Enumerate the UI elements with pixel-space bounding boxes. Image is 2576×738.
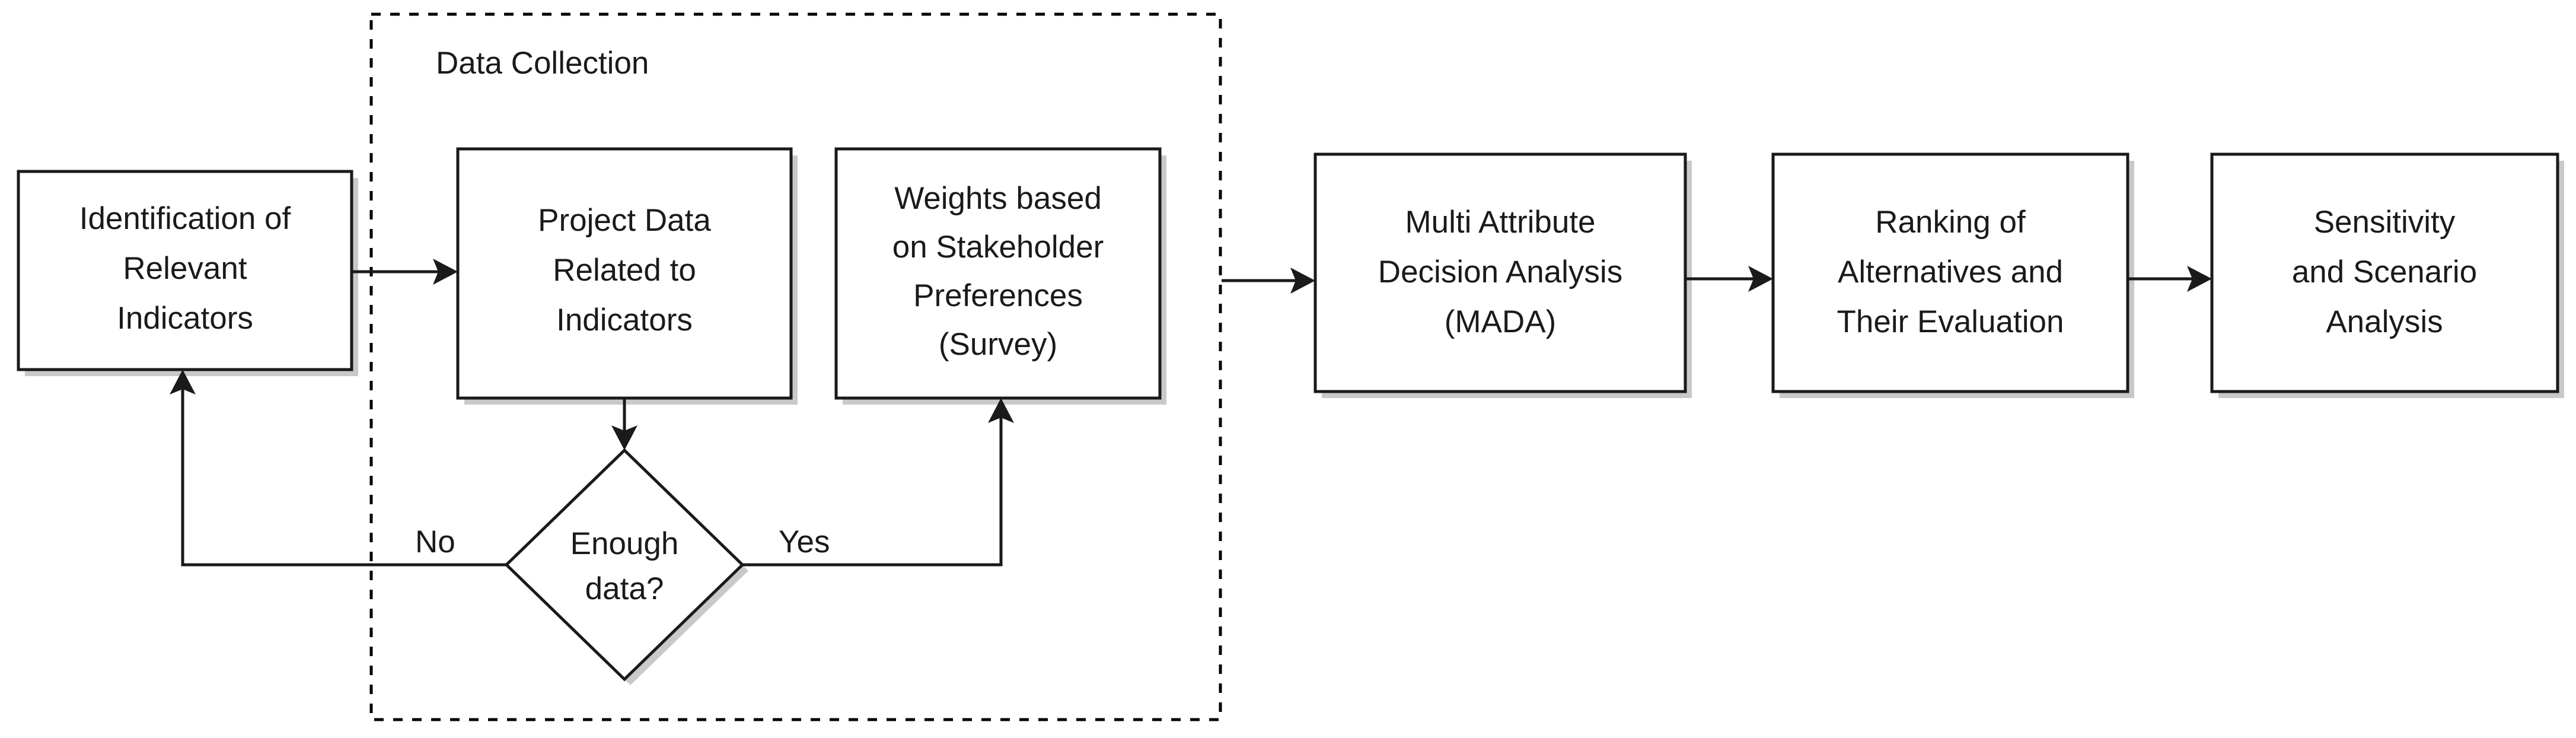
- node-label-line-1: Identification of: [79, 201, 291, 236]
- node-ranking-of-alternatives[interactable]: Ranking of Alternatives and Their Evalua…: [1771, 152, 2134, 398]
- arrow-head-icon: [611, 425, 637, 450]
- node-label-line-1: Project Data: [538, 203, 711, 238]
- edge-ranking-to-sensitivity: [2128, 266, 2212, 292]
- arrow-head-icon: [170, 370, 196, 395]
- data-collection-group-label: Data Collection: [436, 46, 649, 81]
- node-label-line-1: Weights based: [894, 181, 1102, 216]
- node-label-line-1: Multi Attribute: [1405, 205, 1595, 240]
- node-label-line-3: Preferences: [913, 278, 1083, 313]
- node-label-line-3: Indicators: [117, 301, 253, 336]
- node-box: [834, 147, 1162, 400]
- edge-identification-to-project-data: [352, 259, 458, 285]
- node-label-line-2: Relevant: [123, 251, 247, 286]
- edge-line: [742, 417, 1003, 567]
- node-label-line-2: Decision Analysis: [1378, 255, 1622, 290]
- edge-label-no: No: [415, 524, 455, 559]
- decision-enough-data[interactable]: Enough data?: [504, 448, 748, 685]
- arrow-head-icon: [988, 398, 1014, 423]
- node-box: [2210, 152, 2559, 393]
- node-label-line-3: Indicators: [556, 303, 693, 338]
- node-box: [17, 170, 353, 371]
- edge-project-data-to-decision: [611, 398, 637, 450]
- edge-line: [181, 389, 506, 567]
- node-box: [456, 147, 793, 400]
- node-label-line-3: Analysis: [2326, 304, 2443, 339]
- node-label-line-3: (MADA): [1445, 304, 1556, 339]
- edge-decision-yes-to-weights: Yes: [742, 398, 1014, 567]
- node-box: [1771, 152, 2129, 393]
- node-label-line-4: (Survey): [939, 327, 1057, 362]
- decision-label-line-2: data?: [585, 571, 664, 606]
- node-sensitivity-and-scenario-analysis[interactable]: Sensitivity and Scenario Analysis: [2210, 152, 2564, 398]
- node-identification-of-relevant-indicators[interactable]: Identification of Relevant Indicators: [17, 170, 358, 376]
- arrow-head-icon: [433, 259, 458, 285]
- node-label-line-1: Sensitivity: [2314, 205, 2456, 240]
- node-multi-attribute-decision-analysis[interactable]: Multi Attribute Decision Analysis (MADA): [1313, 152, 1692, 398]
- edge-label-yes: Yes: [779, 524, 830, 559]
- node-label-line-2: and Scenario: [2292, 255, 2477, 290]
- node-label-line-2: on Stakeholder: [892, 230, 1104, 265]
- node-label-line-1: Ranking of: [1875, 205, 2026, 240]
- node-weights-based-on-stakeholder-preferences[interactable]: Weights based on Stakeholder Preferences…: [834, 147, 1166, 405]
- node-box: [1313, 152, 1687, 393]
- arrow-head-icon: [1290, 268, 1315, 294]
- decision-diamond: [504, 448, 745, 682]
- arrow-head-icon: [1748, 266, 1773, 292]
- node-label-line-2: Alternatives and: [1838, 255, 2063, 290]
- node-label-line-3: Their Evaluation: [1837, 304, 2064, 339]
- decision-label-line-1: Enough: [570, 526, 679, 561]
- edge-decision-no-to-identification: No: [170, 370, 506, 567]
- data-collection-group-boundary: [369, 12, 1222, 721]
- node-label-line-2: Related to: [553, 253, 696, 288]
- arrow-head-icon: [2187, 266, 2212, 292]
- node-project-data-related-to-indicators[interactable]: Project Data Related to Indicators: [456, 147, 798, 405]
- edge-data-collection-to-mada: [1222, 268, 1315, 294]
- edge-mada-to-ranking: [1685, 266, 1773, 292]
